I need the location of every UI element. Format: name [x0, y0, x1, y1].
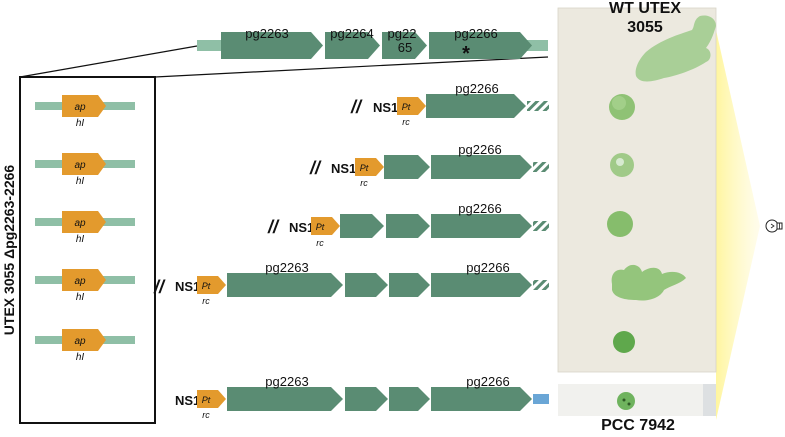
- construct-pg2265-2266: // NS1 Pt rc pg2266: [309, 142, 549, 188]
- pt-label: Pt: [316, 222, 325, 232]
- colony-pcc: [617, 392, 635, 410]
- ns1-label: NS1: [373, 100, 398, 115]
- gene-pg2265: [389, 273, 430, 297]
- promoter: [397, 97, 426, 115]
- colony-5: [613, 331, 635, 353]
- gene-pg2266: [431, 214, 532, 238]
- deletion-cassette-3: ap hI: [35, 211, 135, 245]
- gene-pg2264: [325, 32, 380, 59]
- gene-pg2265: [386, 214, 430, 238]
- colony-wt: [635, 15, 716, 82]
- gene-pg2263: [227, 273, 343, 297]
- rc-label: rc: [202, 296, 210, 306]
- colony-4: [611, 264, 686, 301]
- gene-pg2266: [431, 155, 532, 179]
- aphI-label-bottom: hI: [76, 352, 85, 363]
- hatched-end: [533, 280, 549, 290]
- construct-pcc7942: NS1 Pt rc pg2263 pg2266: [175, 374, 549, 420]
- gene-pg2266: [431, 387, 532, 411]
- gene-pg2266: [431, 273, 532, 297]
- deletion-cassette-2: ap hI: [35, 153, 135, 187]
- zoom-line-right: [154, 56, 549, 78]
- hatched-end: [533, 221, 549, 231]
- mutation-asterisk: *: [462, 43, 470, 65]
- blue-end: [533, 394, 549, 404]
- promoter: [355, 158, 384, 176]
- gene-pg2264: [340, 214, 384, 238]
- pt-label: Pt: [402, 102, 411, 112]
- gene-pg2266: [426, 94, 526, 118]
- zoom-line-left: [19, 45, 198, 78]
- construct-pg2264-2266: // NS1 Pt rc pg2266: [267, 201, 549, 248]
- hatched-end: [533, 162, 549, 172]
- promoter: [197, 390, 226, 408]
- label-pg2263: pg2263: [245, 26, 288, 41]
- aphI-label-top: ap: [74, 336, 86, 347]
- label-pg2266: pg2266: [466, 374, 509, 389]
- label-pg2266: pg2266: [454, 26, 497, 41]
- gene-pg2265: [382, 32, 427, 59]
- gene-pg2265: [384, 155, 430, 179]
- aphI-label-top: ap: [74, 160, 86, 171]
- label-pg2266: pg2266: [455, 81, 498, 96]
- aphI-label-bottom: hI: [76, 176, 85, 187]
- pt-label: Pt: [202, 281, 211, 291]
- rc-label: rc: [402, 117, 410, 127]
- break-symbol: //: [267, 217, 280, 237]
- label-pg2265-part1: pg22: [388, 26, 417, 41]
- deletion-box: [19, 76, 156, 424]
- ns1-label: NS1: [175, 279, 200, 294]
- aphI-label-top: ap: [74, 102, 86, 113]
- label-pg2266: pg2266: [458, 201, 501, 216]
- colony-3: [607, 211, 633, 237]
- pt-label: Pt: [360, 163, 369, 173]
- label-pg2265-part2: 65: [398, 40, 412, 55]
- gene-pg2266: [429, 32, 532, 59]
- light-bulb-icon: [765, 219, 783, 233]
- pcc-7942-label: PCC 7942: [601, 417, 675, 434]
- deletion-cassette-5: ap hI: [35, 329, 135, 363]
- vertical-strain-label: UTEX 3055 Δpg2263-2266: [1, 165, 17, 336]
- rc-label: rc: [360, 178, 368, 188]
- label-pg2263: pg2263: [265, 374, 308, 389]
- construct-pg2266: // NS1 Pt rc pg2266: [350, 81, 549, 127]
- label-pg2266: pg2266: [458, 142, 501, 157]
- break-symbol: //: [350, 97, 363, 117]
- aphI-label-bottom: hI: [76, 292, 85, 303]
- aphI-label-bottom: hI: [76, 234, 85, 245]
- label-pg2264: pg2264: [330, 26, 373, 41]
- plate-pcc: [558, 384, 716, 416]
- aphI-label-top: ap: [74, 218, 86, 229]
- wt-label-line2: 3055: [627, 19, 663, 36]
- aphI-label-top: ap: [74, 276, 86, 287]
- gene-pg2264: [345, 387, 388, 411]
- ns1-label: NS1: [289, 220, 314, 235]
- ns1-label: NS1: [175, 393, 200, 408]
- wt-utex-label: WT UTEX 3055: [590, 0, 700, 37]
- break-symbol: //: [153, 277, 166, 297]
- construct-pg2263-2266: // NS1 Pt rc pg2263 pg2266: [153, 260, 549, 306]
- break-symbol: //: [309, 158, 322, 178]
- gene-pg2264: [345, 273, 388, 297]
- light-beam: [716, 30, 760, 420]
- label-pg2266: pg2266: [466, 260, 509, 275]
- gene-pg2263: [221, 32, 323, 59]
- promoter: [197, 276, 226, 294]
- pt-label: Pt: [202, 395, 211, 405]
- gene-pg2265: [389, 387, 430, 411]
- wt-label-line1: WT UTEX: [609, 0, 681, 17]
- deletion-cassette-1: ap hI: [35, 95, 135, 129]
- promoter: [311, 217, 340, 235]
- gene-pg2263: [227, 387, 343, 411]
- hatched-end: [527, 101, 549, 111]
- rc-label: rc: [316, 238, 324, 248]
- deletion-cassette-4: ap hI: [35, 269, 135, 303]
- label-pg2263: pg2263: [265, 260, 308, 275]
- rc-label: rc: [202, 410, 210, 420]
- aphI-label-bottom: hI: [76, 118, 85, 129]
- wt-locus: pg2263 pg2264 pg22 pg2266 65 *: [197, 26, 548, 65]
- ns1-label: NS1: [331, 161, 356, 176]
